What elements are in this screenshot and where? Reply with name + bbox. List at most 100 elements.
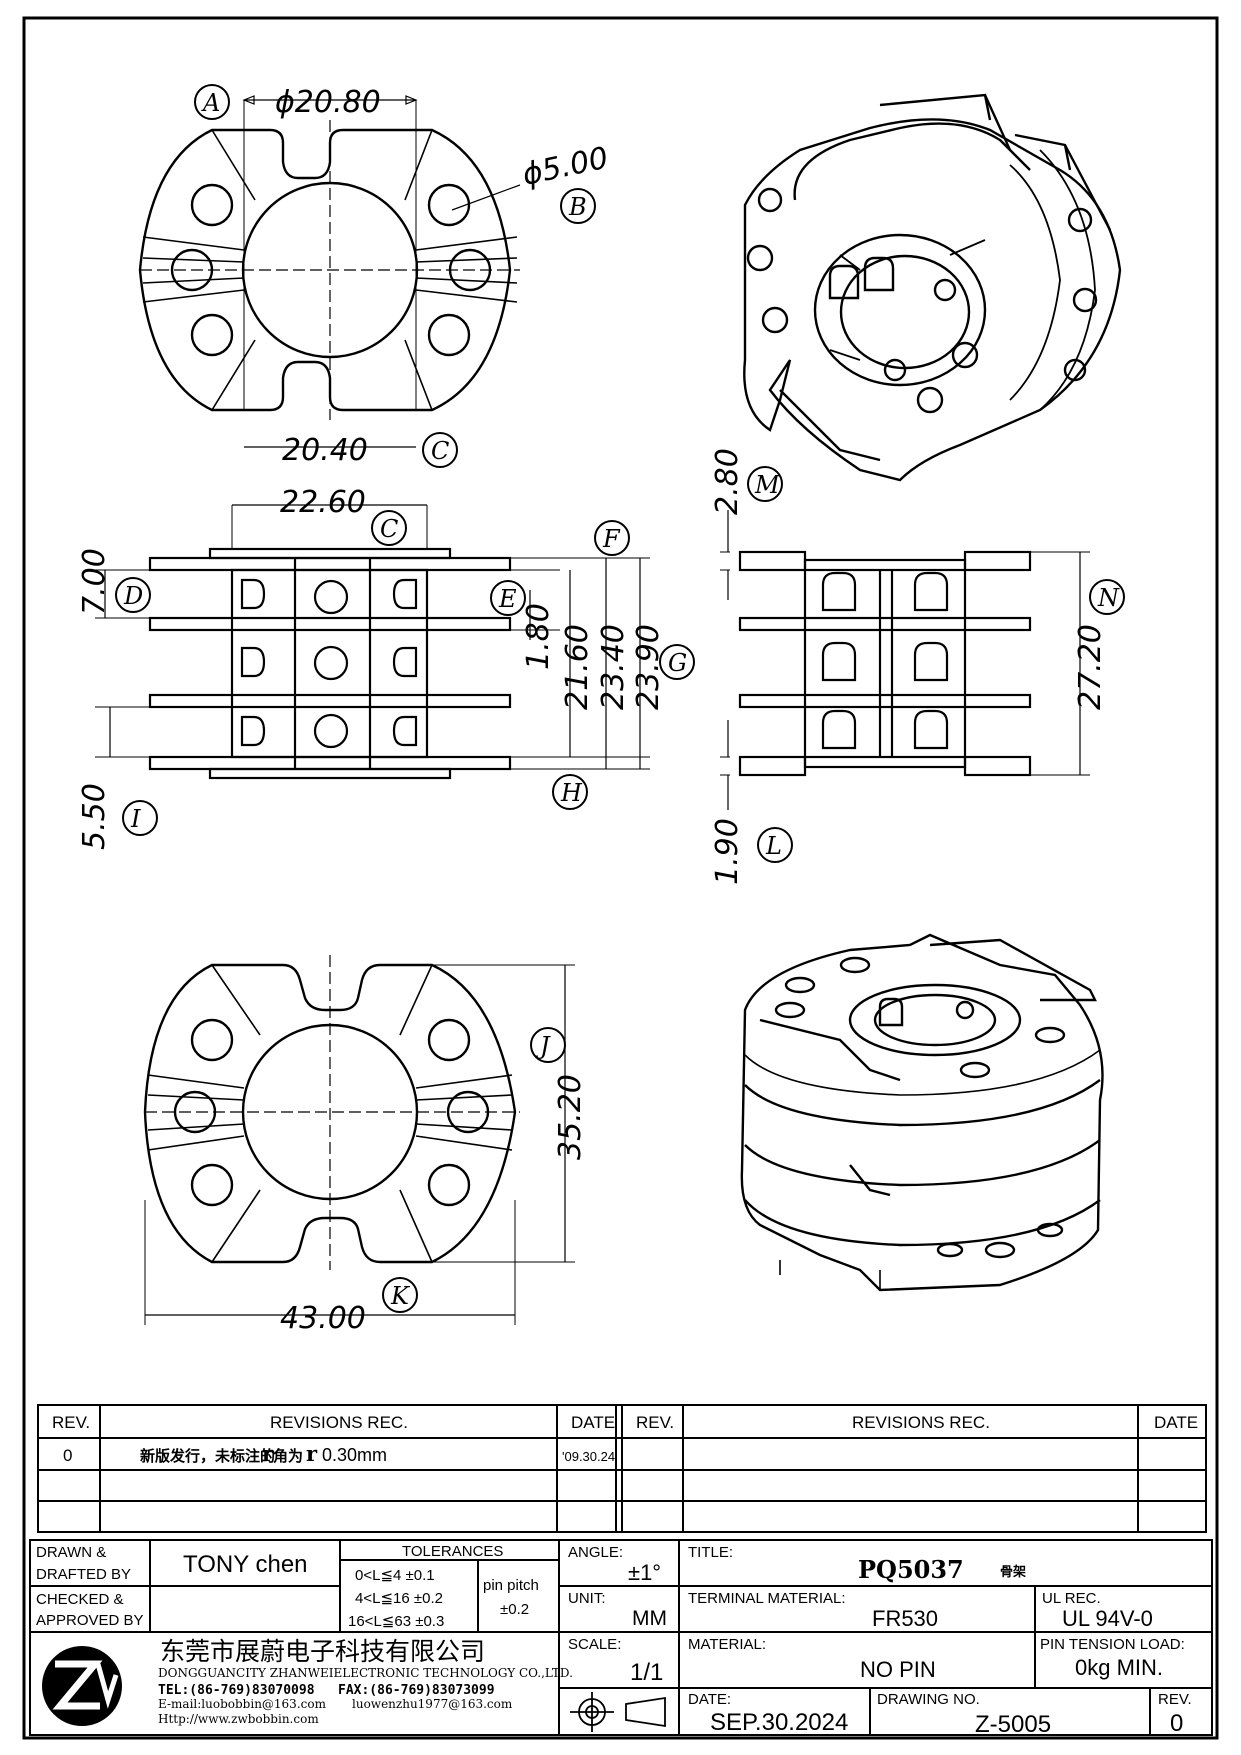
top-view <box>138 95 521 448</box>
svg-text:C: C <box>431 437 449 465</box>
revisions-rec-header-right: REVISIONS REC. <box>852 1413 990 1432</box>
angle-value: ±1° <box>628 1560 661 1585</box>
svg-text:r: r <box>306 1441 318 1466</box>
callout-f: F <box>594 520 630 556</box>
company-fax: FAX:(86-769)83073099 <box>338 1683 495 1698</box>
company-tel: TEL:(86-769)83070098 <box>158 1683 315 1698</box>
title-block <box>29 1539 1213 1736</box>
rev-header-left: REV. <box>52 1413 90 1432</box>
svg-text:新版发行，未标注的: 新版发行，未标注的 <box>140 1447 275 1465</box>
company-name-en: DONGGUANCITY ZHANWEIELECTRONIC TECHNOLOG… <box>158 1666 573 1680</box>
date-label: DATE: <box>688 1691 731 1708</box>
checked-label-2: APPROVED BY <box>36 1612 144 1629</box>
svg-text:D: D <box>123 582 143 610</box>
isometric-view-bottom <box>740 933 1104 1292</box>
svg-text:B: B <box>568 193 587 221</box>
callout-l: L <box>757 827 793 863</box>
tolerances-title: TOLERANCES <box>402 1543 503 1560</box>
callout-h: H <box>552 774 588 810</box>
revision-row-rec: 新版发行，未标注的 r 角为 r 0.30mm <box>140 1441 387 1466</box>
svg-text:A: A <box>201 89 220 117</box>
scale-value: 1/1 <box>630 1659 663 1686</box>
svg-text:J: J <box>535 1032 551 1060</box>
drawn-label-1: DRAWN & <box>36 1544 106 1561</box>
callout-m: M <box>747 466 783 502</box>
angle-label: ANGLE: <box>568 1544 623 1561</box>
dim-outer-diameter: ϕ20.80 <box>275 85 381 120</box>
drawing-no-label: DRAWING NO. <box>877 1691 980 1708</box>
front-view <box>720 510 1090 810</box>
tolerance-2: 4<L≦16 ±0.2 <box>355 1590 443 1607</box>
date-value: SEP.30.2024 <box>710 1709 848 1736</box>
dim-side-top: 22.60 <box>280 485 366 520</box>
dim-front-n: 27.20 <box>1073 624 1108 710</box>
callout-e: E <box>490 580 526 616</box>
svg-text:C: C <box>380 515 398 543</box>
revisions-table <box>37 1404 1207 1533</box>
rev-header-right: REV. <box>636 1413 674 1432</box>
revision-row-rev: 0 <box>63 1446 72 1465</box>
svg-text:E: E <box>498 585 517 613</box>
dim-side-i: 5.50 <box>77 783 112 850</box>
pin-pitch-label: pin pitch <box>483 1577 539 1594</box>
company-name-cn: 东莞市展蔚电子科技有限公司 <box>160 1637 485 1666</box>
callout-g: G <box>659 644 695 680</box>
dim-front-m: 2.80 <box>710 448 745 515</box>
title-value: PQ5037 <box>858 1555 964 1584</box>
revisions-rec-header-left: REVISIONS REC. <box>270 1413 408 1432</box>
dim-side-e: 1.80 <box>521 603 556 670</box>
callout-b: B <box>560 188 596 224</box>
svg-text:0.30mm: 0.30mm <box>322 1445 387 1465</box>
svg-text:M: M <box>754 471 781 499</box>
title-cn: 骨架 <box>1000 1564 1026 1580</box>
dim-front-l: 1.90 <box>710 818 745 885</box>
dim-top-width: 20.40 <box>282 433 368 468</box>
date-header-right: DATE <box>1154 1413 1198 1432</box>
revision-row-date: '09.30.24 <box>562 1449 615 1464</box>
svg-text:G: G <box>668 649 687 677</box>
title-label: TITLE: <box>688 1544 733 1561</box>
unit-label: UNIT: <box>568 1590 606 1607</box>
pin-tension-value: 0kg MIN. <box>1075 1655 1163 1680</box>
company-email-1: E-mail:luobobbin@163.com <box>158 1697 327 1711</box>
pin-tension-label: PIN TENSION LOAD: <box>1040 1636 1185 1653</box>
drawn-by: TONY chen <box>183 1551 308 1578</box>
dim-hole-diameter: ϕ5.00 <box>519 141 611 193</box>
callout-c-top: C <box>422 432 458 468</box>
dim-side-d: 7.00 <box>77 548 112 615</box>
bottom-view <box>143 955 575 1325</box>
sheet-border <box>22 16 1219 1740</box>
checked-label-1: CHECKED & <box>36 1591 124 1608</box>
callout-j: J <box>530 1027 566 1063</box>
callout-a: A <box>194 84 230 120</box>
dim-side-g1: 23.40 <box>596 624 631 710</box>
scale-label: SCALE: <box>568 1636 621 1653</box>
svg-text:K: K <box>390 1282 411 1310</box>
rev-value: 0 <box>1170 1710 1183 1737</box>
material-value: NO PIN <box>860 1657 936 1682</box>
isometric-view-top <box>743 93 1122 482</box>
dim-bottom-height: 35.20 <box>553 1074 588 1160</box>
svg-text:H: H <box>560 779 583 807</box>
svg-text:角为: 角为 <box>273 1447 303 1465</box>
terminal-material-label: TERMINAL MATERIAL: <box>688 1590 846 1607</box>
company-web: Http://www.zwbobbin.com <box>158 1712 319 1726</box>
date-header-left: DATE <box>571 1413 615 1432</box>
pin-pitch-value: ±0.2 <box>500 1601 529 1618</box>
ul-rec-label: UL REC. <box>1042 1590 1101 1607</box>
drawing-no-value: Z-5005 <box>975 1711 1051 1738</box>
unit-value: MM <box>632 1607 667 1630</box>
company-email-2: luowenzhu1977@163.com <box>352 1697 513 1711</box>
svg-text:L: L <box>765 832 782 860</box>
projection-symbol-icon <box>570 1692 666 1732</box>
rev-label: REV. <box>1158 1691 1192 1708</box>
svg-text:I: I <box>130 805 141 833</box>
dim-bottom-width: 43.00 <box>280 1301 366 1336</box>
drawn-label-2: DRAFTED BY <box>36 1566 131 1583</box>
material-label: MATERIAL: <box>688 1636 766 1653</box>
side-view <box>95 504 650 780</box>
terminal-material-value: FR530 <box>872 1606 938 1631</box>
ul-rec-value: UL 94V-0 <box>1062 1606 1153 1631</box>
callout-c-side: C <box>371 510 407 546</box>
